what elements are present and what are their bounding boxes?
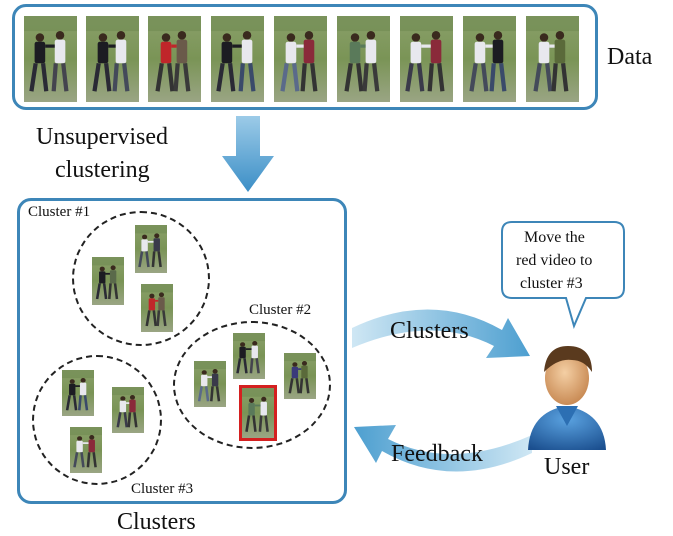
cluster-3-thumbnail [70,427,102,473]
cluster-ring-3 [32,355,162,485]
cluster-label-1: Cluster #1 [28,204,91,220]
feedback-arrow-label: Feedback [391,441,483,467]
data-thumbnail [24,16,77,102]
user-avatar-icon [528,346,606,450]
data-thumbnail [211,16,264,102]
cluster-1-thumbnail [92,257,124,305]
clusters-caption: Clusters [117,509,196,535]
data-thumbnail [274,16,327,102]
data-thumbnail [463,16,516,102]
data-thumbnail [148,16,201,102]
cluster-ring-1 [72,211,210,346]
cluster-label-3: Cluster #3 [131,481,194,497]
cluster-1-thumbnail [135,225,167,273]
feedback-arrow-icon [354,425,532,472]
cluster-1-thumbnail [141,284,173,332]
speech-line-2: red video to [516,252,593,269]
data-thumbnail [86,16,139,102]
cluster-2-thumbnail [194,361,226,407]
cluster-3-thumbnail [62,370,94,416]
clusters-arrow-icon [352,309,530,358]
step-label-line2: clustering [55,157,150,183]
speech-line-1: Move the [524,229,585,246]
highlighted-video-thumbnail [239,385,277,441]
data-thumbnail [526,16,579,102]
step-label-line1: Unsupervised [36,124,168,150]
cluster-2-thumbnail [233,333,265,379]
data-label: Data [607,44,653,70]
data-thumbnail [337,16,390,102]
cluster-label-2: Cluster #2 [249,302,312,318]
cluster-3-thumbnail [112,387,144,433]
cluster-2-thumbnail [284,353,316,399]
cluster-ring-2 [173,321,331,449]
down-arrow-icon [222,116,274,192]
clusters-arrow-label: Clusters [390,318,469,344]
speech-bubble-icon [501,221,625,329]
user-label: User [544,454,590,480]
speech-line-3: cluster #3 [520,275,583,292]
data-thumbnail [400,16,453,102]
